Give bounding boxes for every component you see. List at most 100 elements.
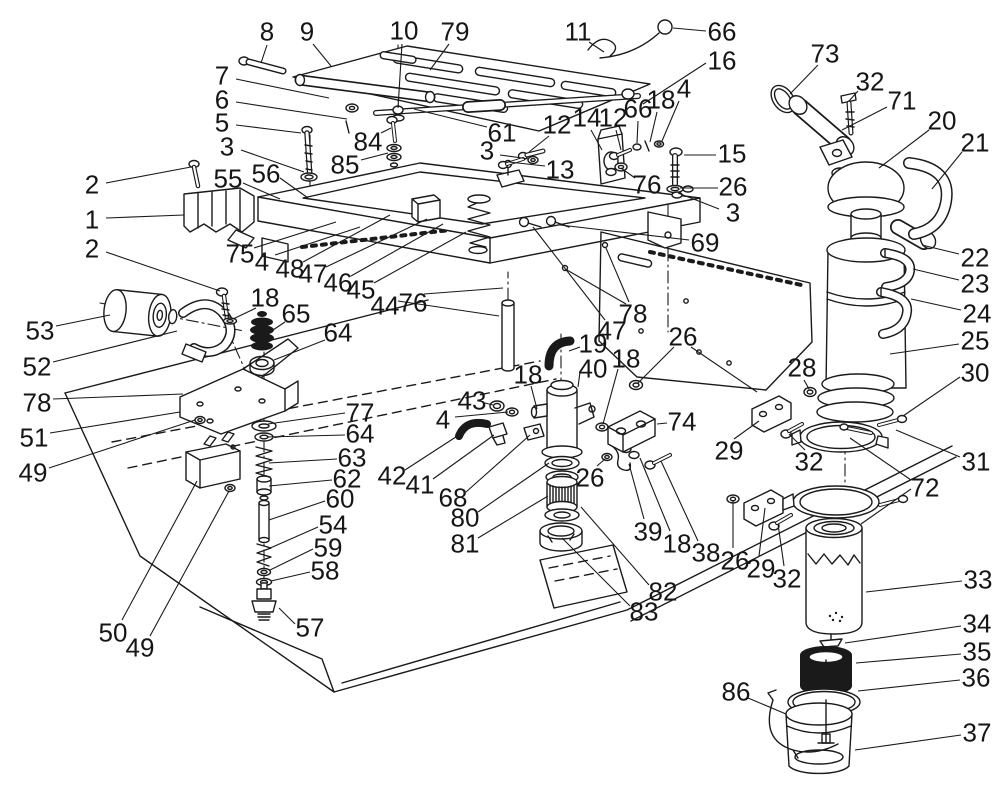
leader-line-4-89-0 <box>454 411 509 418</box>
leader-line-4-52-0 <box>274 226 361 256</box>
leader-line-7-7-0 <box>235 78 330 99</box>
callout-8: 8 <box>260 16 274 46</box>
frame-foot <box>647 211 682 249</box>
leader-line-66-5-0 <box>672 27 707 32</box>
callout-18: 18 <box>647 84 676 114</box>
callout-79: 79 <box>441 16 470 46</box>
spring <box>255 446 273 478</box>
leader-line-73-32-0 <box>789 64 819 95</box>
callout-3: 3 <box>220 131 234 161</box>
callout-3: 3 <box>726 197 740 227</box>
boot-tip <box>257 311 267 317</box>
callout-29: 29 <box>747 553 776 583</box>
callout-32: 32 <box>773 563 802 593</box>
leader-line-19-61-0 <box>568 346 581 352</box>
callout-32: 32 <box>795 446 824 476</box>
frame-spring <box>467 201 491 248</box>
leader-line-56-18-0 <box>279 177 309 199</box>
air-cleaner-body <box>825 249 907 389</box>
leader-line-47-60-0 <box>532 226 606 321</box>
callout-12: 12 <box>543 109 572 139</box>
bolt <box>896 414 908 424</box>
leader-line-65-49-0 <box>272 321 286 331</box>
gasket <box>544 455 580 471</box>
leader-line-49-87-0 <box>149 490 230 637</box>
callout-57: 57 <box>296 612 325 642</box>
deck-hole <box>561 264 569 272</box>
leader-line-72-96-1 <box>860 488 912 525</box>
callout-64: 64 <box>324 317 353 347</box>
callout-3: 3 <box>480 135 494 165</box>
spring <box>256 543 272 567</box>
callout-18: 18 <box>251 282 280 312</box>
callout-59: 59 <box>314 532 343 562</box>
rod <box>258 502 270 541</box>
leader-line-6-8-0 <box>235 101 348 120</box>
elbow-fitting <box>488 422 508 439</box>
leader-line-69-31-0 <box>559 224 690 241</box>
leader-line-10-2-0 <box>397 43 403 109</box>
callout-47: 47 <box>299 258 328 288</box>
air-cleaner-assembly <box>770 84 953 423</box>
leader-line-28-42-0 <box>803 379 810 390</box>
leader-line-12-23-0 <box>615 129 622 151</box>
leader-line-74-66-0 <box>656 422 668 425</box>
callout-73: 73 <box>811 38 840 68</box>
callout-49: 49 <box>126 632 155 662</box>
leader-line-80-93-0 <box>477 462 550 513</box>
leader-line-86-102-0 <box>747 697 787 715</box>
leader-line-31-95-0 <box>895 429 961 458</box>
leader-line-30-41-0 <box>902 376 961 417</box>
callout-12: 12 <box>599 102 628 132</box>
leader-line-53-43-0 <box>55 314 111 327</box>
callout-13: 13 <box>546 154 575 184</box>
leader-line-48-53-0 <box>302 214 391 263</box>
leader-line-12-19-0 <box>528 135 550 153</box>
leader-line-55-17-0 <box>242 182 281 200</box>
callout-34: 34 <box>963 608 992 638</box>
callout-25: 25 <box>961 325 990 355</box>
relay <box>185 443 241 489</box>
leader-line-64-84-0 <box>266 434 346 438</box>
filter-body <box>805 527 863 635</box>
callout-4: 4 <box>436 404 450 434</box>
leader-line-64-50-0 <box>273 339 326 361</box>
leader-line-40-62-0 <box>577 371 581 388</box>
callout-5: 5 <box>215 107 229 137</box>
leader-line-41-91-0 <box>432 434 495 480</box>
leader-line-66-24-0 <box>636 120 639 144</box>
bolt <box>897 494 909 504</box>
leader-line-20-35-0 <box>878 129 930 169</box>
callout-47: 47 <box>598 315 627 345</box>
nut <box>803 386 817 398</box>
callout-18: 18 <box>663 528 692 558</box>
callout-7: 7 <box>215 60 229 90</box>
main-frame <box>257 159 701 372</box>
leader-line-77-85-0 <box>267 412 346 425</box>
sediment-bowl <box>785 713 853 775</box>
nut <box>249 355 275 371</box>
leader-line-60-81-0 <box>268 500 326 521</box>
leader-line-37-101-0 <box>854 734 962 751</box>
callout-28: 28 <box>788 352 817 382</box>
leader-line-33-97-0 <box>865 580 963 593</box>
rubber-boot <box>251 317 273 327</box>
leader-line-58-78-0 <box>270 571 311 582</box>
leader-line-21-36-0 <box>931 151 963 190</box>
leader-line-3-30-0 <box>677 192 720 210</box>
callout-24: 24 <box>963 298 992 328</box>
callout-54: 54 <box>319 509 348 539</box>
callout-80: 80 <box>451 502 480 532</box>
callout-77: 77 <box>346 397 375 427</box>
callout-48: 48 <box>276 253 305 283</box>
callout-30: 30 <box>961 357 990 387</box>
callout-16: 16 <box>708 45 737 75</box>
callout-58: 58 <box>311 555 340 585</box>
callout-4: 4 <box>255 246 269 276</box>
pull-ring <box>657 19 673 35</box>
callout-81: 81 <box>451 528 480 558</box>
washer <box>251 420 277 432</box>
leader-line-49-47-0 <box>48 419 196 469</box>
leader-line-42-90-0 <box>404 432 463 471</box>
